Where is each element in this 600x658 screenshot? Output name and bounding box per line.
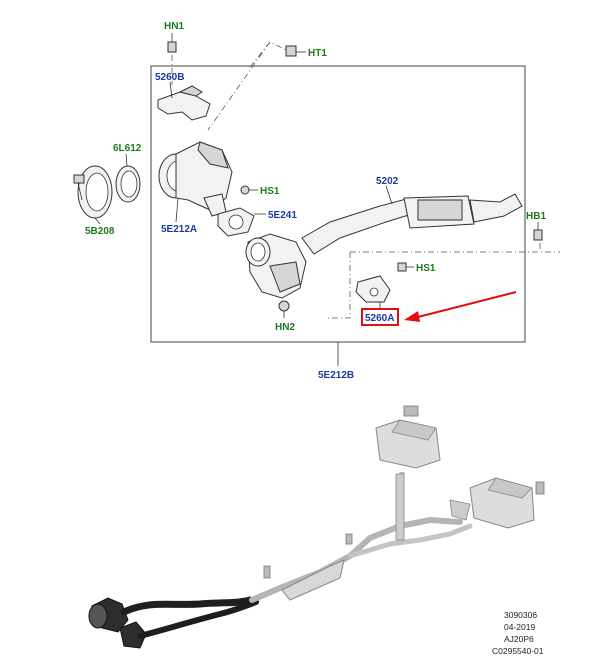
label-ht1: HT1	[308, 48, 327, 59]
catalytic-converter-rear	[245, 233, 307, 299]
stud-ht1	[285, 45, 306, 57]
meta-line-1: 3090306	[504, 610, 537, 620]
label-hb1: HB1	[526, 211, 546, 222]
heat-shield-5260b	[157, 81, 211, 121]
label-6l612: 6L612	[113, 143, 142, 154]
label-5260b: 5260B	[155, 72, 184, 83]
bolt-hb1	[533, 222, 543, 241]
label-hn2: HN2	[275, 322, 295, 333]
label-5202: 5202	[376, 176, 399, 187]
guide-lines	[171, 41, 560, 319]
label-hs1-right: HS1	[416, 263, 436, 274]
bolt-hs1-right	[397, 262, 414, 272]
label-5e241: 5E241	[268, 210, 297, 221]
label-5e212b: 5E212B	[318, 370, 354, 381]
nut-hn2	[278, 300, 290, 318]
label-hs1-top: HS1	[260, 186, 280, 197]
meta-line-3: AJ20P6	[504, 634, 534, 644]
catalytic-converter-5e212a	[158, 141, 233, 223]
meta-line-4: C0295540-01	[492, 646, 544, 656]
exhaust-system-overview	[88, 405, 545, 649]
label-5b208: 5B208	[85, 226, 115, 237]
heat-shield-5260a	[355, 275, 391, 310]
exhaust-pipe-5202	[301, 185, 523, 255]
label-5e212a: 5E212A	[161, 224, 197, 235]
label-hn1: HN1	[164, 21, 184, 32]
gasket-ring-6l612	[115, 153, 141, 203]
gasket-5e241	[217, 207, 266, 237]
bolt-hs1-top	[240, 185, 258, 195]
clamp-5b208	[73, 165, 113, 225]
highlight-box-5260a	[361, 308, 399, 326]
label-5260a: 5260A	[365, 313, 394, 324]
nut-hn1	[167, 33, 177, 53]
highlight-arrow	[404, 291, 517, 322]
meta-line-2: 04-2019	[504, 622, 535, 632]
